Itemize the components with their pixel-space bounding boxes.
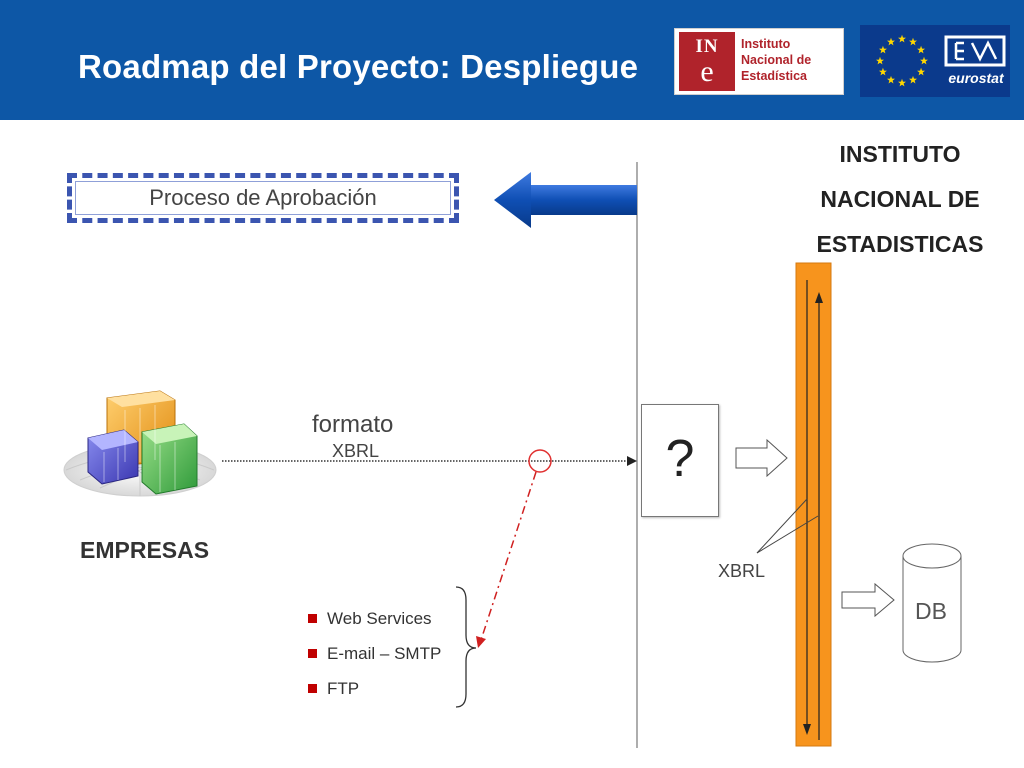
eu-star-icon — [878, 45, 887, 54]
protocol-item-email-smtp: E-mail – SMTP — [308, 642, 441, 677]
db-label: DB — [915, 598, 947, 624]
protocol-branch-arrow-icon — [476, 471, 537, 648]
protocol-label: E-mail – SMTP — [327, 644, 442, 663]
institute-title-line-3: ESTADISTICAS — [816, 231, 984, 257]
ine-logo: IN e Instituto Nacional de Estadística — [674, 28, 844, 95]
protocol-item-ftp: FTP — [308, 677, 441, 712]
ine-mark-top: IN — [695, 36, 719, 57]
xbrl-flow-arrow-icon — [222, 456, 637, 466]
database-icon — [902, 543, 962, 663]
xbrl-bar-label: XBRL — [718, 561, 766, 581]
eu-star-icon — [909, 37, 917, 46]
protocol-list: Web Services E-mail – SMTP FTP — [308, 607, 441, 712]
eu-star-icon — [917, 45, 926, 54]
institute-title: INSTITUTO NACIONAL DE ESTADISTICAS — [790, 132, 1010, 267]
eu-flag-stars-icon — [876, 34, 928, 87]
protocol-label: FTP — [327, 679, 360, 698]
ine-logo-line-1: Instituto — [741, 37, 791, 51]
approval-process-label: Proceso de Aprobación — [149, 185, 377, 210]
protocol-label: Web Services — [327, 609, 432, 628]
xbrl-flow-label: XBRL — [332, 441, 380, 461]
eurostat-icon — [944, 35, 1006, 67]
approval-arrow-icon — [494, 172, 637, 228]
header-bar: Roadmap del Proyecto: Despliegue IN e In… — [0, 0, 1024, 120]
to-db-arrow-icon — [841, 582, 895, 618]
eu-star-icon — [917, 67, 926, 76]
eu-star-icon — [909, 75, 917, 84]
bullet-square-icon — [308, 684, 317, 693]
to-processing-arrow-icon — [735, 438, 788, 478]
empresas-label: EMPRESAS — [80, 537, 210, 563]
eurostat-logo: eurostat — [860, 25, 1010, 97]
ine-logo-line-3: Estadística — [741, 69, 808, 83]
ine-mark-icon: IN e — [679, 32, 735, 91]
eu-star-icon — [876, 56, 884, 65]
eurostat-logo-text: eurostat — [948, 70, 1005, 86]
institute-title-line-1: INSTITUTO — [839, 141, 961, 167]
protocol-item-web-services: Web Services — [308, 607, 441, 642]
eu-star-icon — [887, 75, 895, 84]
eu-star-icon — [878, 67, 887, 76]
question-mark: ? — [665, 430, 695, 488]
bullet-square-icon — [308, 614, 317, 623]
eu-star-icon — [898, 78, 906, 87]
buildings-icon — [63, 390, 217, 497]
ine-logo-text: Instituto Nacional de Estadística — [741, 36, 811, 84]
page-title: Roadmap del Proyecto: Despliegue — [78, 48, 639, 85]
approval-process-box: Proceso de Aprobación — [67, 173, 459, 223]
protocol-brace-icon — [455, 586, 477, 708]
eu-star-icon — [898, 34, 906, 43]
bullet-square-icon — [308, 649, 317, 658]
ine-mark-bottom: e — [700, 55, 714, 88]
xbrl-callout-lines — [756, 498, 819, 554]
unknown-process-box: ? — [641, 404, 719, 517]
format-label: formato — [312, 411, 394, 438]
institute-title-line-2: NACIONAL DE — [820, 186, 980, 212]
ine-logo-line-2: Nacional de — [741, 53, 812, 67]
eurostat-logo-graphic: eurostat — [876, 34, 1006, 87]
branch-point-icon — [528, 449, 552, 473]
eu-star-icon — [887, 37, 895, 46]
eu-star-icon — [920, 56, 928, 65]
